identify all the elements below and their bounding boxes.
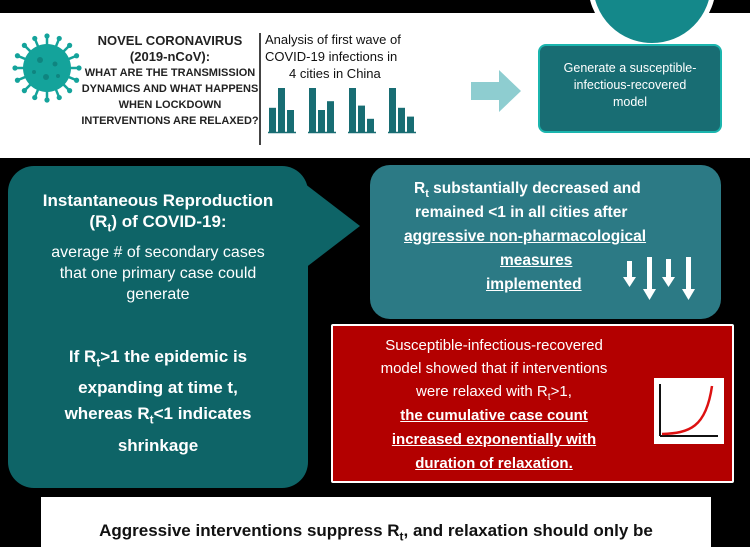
exponential-curve-icon [654,378,724,444]
subscript: t [425,188,429,201]
text: (R [89,212,108,231]
novel-line1: NOVEL CORONAVIRUS [97,33,243,48]
sir-line: model showed that if interventions [380,360,608,377]
rt-line: measures [500,252,573,269]
analysis-line: COVID-19 infections in [265,49,398,64]
rt-line: implemented [486,276,582,293]
generate-line: infectious-recovered [573,78,687,92]
virus-spike-tip [73,53,80,59]
text: If R [68,347,97,366]
virus-spike-tip [21,42,27,48]
text: , and relaxation should only be [403,521,653,540]
generate-line: model [612,95,648,109]
city-bar [407,116,414,132]
virus-spike-tip [73,77,80,83]
question-line: WHAT ARE THE TRANSMISSION [84,67,256,79]
if-line: whereas Rt<1 indicates [8,401,308,432]
virus-spike-tip [14,53,21,59]
rt-line: remained <1 in all cities after [415,204,628,221]
virus-spike-tip [44,97,50,103]
sir-line: the cumulative case count [400,407,588,424]
analysis-line: Analysis of first wave of [265,32,401,47]
city-bar [398,107,405,132]
cities-bar-icons [268,88,416,134]
rt-line: aggressive non-pharmacological [404,228,647,245]
text: >1, [550,383,572,400]
sir-line: increased exponentially with [391,431,597,448]
novel-coronavirus-text: NOVEL CORONAVIRUS (2019-nCoV): WHAT ARE … [80,33,260,129]
virus-spike-tip [67,88,73,94]
desc-line: that one primary case could [59,265,257,282]
sir-line: duration of relaxation. [415,455,573,472]
virus-spike-tip [67,42,73,48]
city-bar [269,107,276,132]
sir-line: Susceptible-infectious-recovered [385,337,603,354]
rt-line: Rt substantially decreased and [414,178,641,205]
if-line: expanding at time t, [78,378,238,398]
city-bar [358,105,365,132]
novel-line2: (2019-nCoV): [129,49,211,64]
inst-description: average # of secondary cases that one pr… [8,242,308,305]
virus-spike-tip [44,33,50,39]
if-line: If Rt>1 the epidemic is [8,344,308,375]
text: were relaxed with R [416,383,548,400]
subscript: t [96,355,101,370]
arrow-right-icon [471,70,521,112]
city-bar [389,88,396,132]
instantaneous-reproduction-box: Instantaneous Reproduction (Rt) of COVID… [8,166,308,488]
sir-line: were relaxed with Rt>1, [333,382,655,407]
text: <1 indicates [153,404,252,424]
question-line: WHEN LOCKDOWN [118,99,222,111]
question-line: INTERVENTIONS ARE RELAXED? [81,115,259,127]
analysis-line: 4 cities in China [289,66,381,81]
city-bar [367,118,374,132]
virus-spike-tip [32,94,38,101]
virus-spike-tip [32,35,38,42]
inst-title: Instantaneous Reproduction (Rt) of COVID… [8,190,308,238]
arrow-right-icon [300,180,360,272]
vertical-divider [259,33,261,145]
text: Aggressive interventions suppress R [99,521,400,540]
virus-spike-tip [56,94,62,101]
decreasing-arrows-icon [623,257,695,300]
virus-spike-tip [12,65,18,71]
conclusion-text: Aggressive interventions suppress Rt, an… [41,521,711,543]
city-bar [318,110,325,132]
city-bar [309,88,316,132]
desc-line: average # of secondary cases [51,244,265,261]
virus-spike-tip [14,77,21,83]
coronavirus-icon [12,33,82,103]
city-bar [349,88,356,132]
rt-result-box: Rt substantially decreased and remained … [370,165,721,319]
inst-title-line: Instantaneous Reproduction [42,191,274,210]
virus-spike-tip [21,88,27,94]
text: R [414,180,426,197]
subscript: t [149,412,154,427]
virus-spike-tip [56,35,62,42]
conclusion-bar: Aggressive interventions suppress Rt, an… [41,497,711,547]
text: whereas R [64,404,150,424]
inst-if-text: If Rt>1 the epidemic is expanding at tim… [8,344,308,459]
text: ) of COVID-19: [111,212,227,231]
city-bar [287,110,294,132]
analysis-text: Analysis of first wave of COVID-19 infec… [265,31,430,82]
virus-spike-tip [76,65,82,71]
desc-line: generate [126,286,190,303]
question-line: DYNAMICS AND WHAT HAPPENS [81,83,259,95]
text: >1 the epidemic is [100,347,248,366]
city-bar [327,101,334,132]
inst-title-line: (Rt) of COVID-19: [8,211,308,238]
if-line: shrinkage [117,435,199,455]
generate-line: Generate a susceptible- [563,61,697,75]
generate-model-box: Generate a susceptible- infectious-recov… [538,44,722,133]
city-bar [278,88,285,132]
subscript: t [547,391,551,403]
subscript: t [107,220,112,235]
text: substantially decreased and [428,180,641,197]
